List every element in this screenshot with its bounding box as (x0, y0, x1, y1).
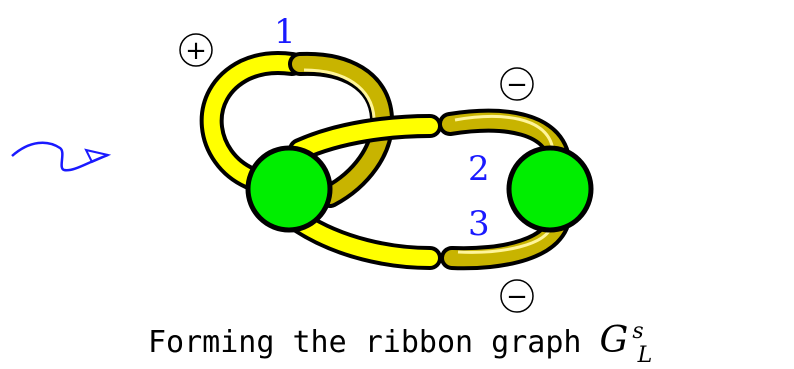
sign-minus-label-top: − (506, 70, 528, 100)
edge-label-3: 3 (468, 204, 490, 244)
caption-superscript: s (632, 319, 643, 344)
caption-subscript: L (637, 343, 653, 368)
sign-minus-label-bottom: − (506, 282, 528, 312)
sign-plus-marker: + (179, 33, 213, 67)
sign-minus-marker-bottom: − (500, 279, 534, 313)
sign-minus-marker-top: − (500, 67, 534, 101)
sign-plus-label: + (185, 36, 207, 66)
caption: Forming the ribbon graph G s L (148, 319, 652, 368)
edge-label-2: 2 (468, 149, 490, 189)
squiggle-arrow-icon (11, 141, 112, 172)
caption-symbol: G (600, 320, 629, 361)
vertex-right (506, 145, 594, 233)
edge-label-1: 1 (274, 12, 296, 52)
caption-text: Forming the ribbon graph (148, 325, 600, 360)
vertex-left (245, 145, 333, 233)
